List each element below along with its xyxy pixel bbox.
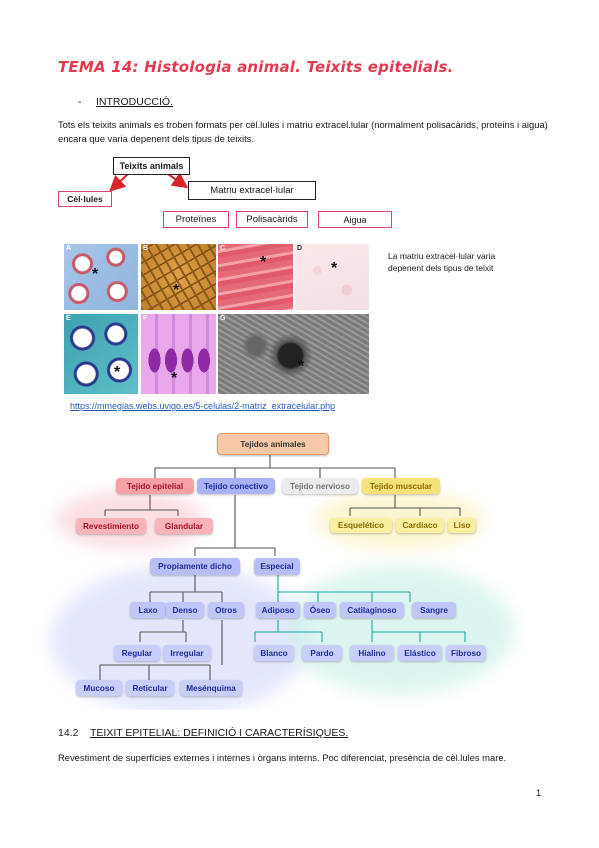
scheme-proteins: Proteïnes xyxy=(163,211,229,228)
node-esqueletico: Esquelético xyxy=(330,518,392,533)
node-propiamente-dicho: Propiamente dicho xyxy=(150,558,240,575)
micro-image-f: F * xyxy=(141,314,216,394)
node-oseo: Óseo xyxy=(304,602,336,618)
micro-image-g: G * xyxy=(218,314,369,394)
node-elastico: Elástico xyxy=(398,645,442,661)
page-title: TEMA 14: Histologia animal. Teixits epit… xyxy=(58,58,454,76)
node-mesenquima: Mesénquima xyxy=(180,680,242,696)
section-number: 14.2 xyxy=(58,727,79,739)
node-laxo: Laxo xyxy=(130,602,166,618)
node-regular: Regular xyxy=(114,645,160,661)
page-number: 1 xyxy=(536,788,542,798)
node-liso: Liso xyxy=(448,518,476,533)
section-paragraph: Revestiment de superfícies externes i in… xyxy=(58,752,507,763)
micro-label-d: D xyxy=(297,245,303,252)
micro-image-b: B * xyxy=(141,244,216,310)
matrix-marker-c: * xyxy=(260,254,267,271)
micro-image-c: C * xyxy=(218,244,293,310)
micro-label-g: G xyxy=(220,315,226,322)
node-revestimiento: Revestimiento xyxy=(76,518,146,534)
section-heading: TEIXIT EPITELIAL: DEFINICIÓ I CARACTERÍS… xyxy=(90,727,349,739)
node-denso: Denso xyxy=(166,602,204,618)
intro-paragraph: Tots els teixits animals es troben forma… xyxy=(58,119,548,144)
micro-label-b: B xyxy=(143,245,149,252)
intro-bullet: - xyxy=(78,96,82,108)
scheme-polysaccharides: Polisacàrids xyxy=(236,211,308,228)
matrix-caption: La matriu extracel·lular varia depenent … xyxy=(388,251,496,273)
node-glandular: Glandular xyxy=(155,518,213,534)
intro-heading: INTRODUCCIÓ. xyxy=(96,96,173,108)
node-fibroso: Fibroso xyxy=(446,645,486,661)
arrow-to-cells xyxy=(109,173,129,192)
micro-image-a: A * xyxy=(64,244,138,310)
micro-label-c: C xyxy=(220,245,226,252)
node-tejido-nervioso: Tejido nervioso xyxy=(282,478,358,494)
node-cardiaco: Cardiaco xyxy=(396,518,444,533)
tree-diagram xyxy=(50,453,515,710)
node-irregular: Irregular xyxy=(163,645,211,661)
node-sangre: Sangre xyxy=(412,602,456,618)
micro-label-e: E xyxy=(66,315,71,322)
micro-image-d: D * xyxy=(295,244,369,310)
node-mucoso: Mucoso xyxy=(76,680,122,696)
node-blanco: Blanco xyxy=(254,645,294,661)
node-especial: Especial xyxy=(254,558,300,575)
micro-label-a: A xyxy=(66,245,72,252)
node-otros: Otros xyxy=(208,602,244,618)
node-cartilaginoso: Catilaginoso xyxy=(340,602,404,618)
micro-label-f: F xyxy=(143,315,148,322)
scheme-cells: Cèl·lules xyxy=(58,191,112,207)
node-reticular: Reticular xyxy=(126,680,174,696)
scheme-matrix: Matriu extracel·lular xyxy=(188,181,316,200)
source-link[interactable]: https://mmegias.webs.uvigo.es/5-celulas/… xyxy=(70,401,336,411)
node-tejido-muscular: Tejido muscular xyxy=(362,478,440,494)
scheme-water: Aigua xyxy=(318,211,392,228)
micro-image-e: E * xyxy=(64,314,138,394)
node-adiposo: Adiposo xyxy=(256,602,300,618)
matrix-marker-g: * xyxy=(298,358,305,375)
node-tejido-epitelial: Tejido epitelial xyxy=(116,478,194,494)
node-pardo: Pardo xyxy=(302,645,342,661)
scheme-root: Teixits animals xyxy=(113,157,190,175)
scheme-arrows xyxy=(109,172,189,192)
matrix-marker-d: * xyxy=(331,260,338,277)
node-tejido-conectivo: Tejido conectivo xyxy=(197,478,275,494)
matrix-marker-a: * xyxy=(92,266,99,283)
matrix-marker-e: * xyxy=(114,364,121,381)
matrix-marker-b: * xyxy=(173,282,180,299)
node-hialino: Hialino xyxy=(350,645,394,661)
arrow-to-matrix xyxy=(167,172,189,189)
matrix-marker-f: * xyxy=(171,370,178,387)
tree-root: Tejidos animales xyxy=(217,433,329,455)
